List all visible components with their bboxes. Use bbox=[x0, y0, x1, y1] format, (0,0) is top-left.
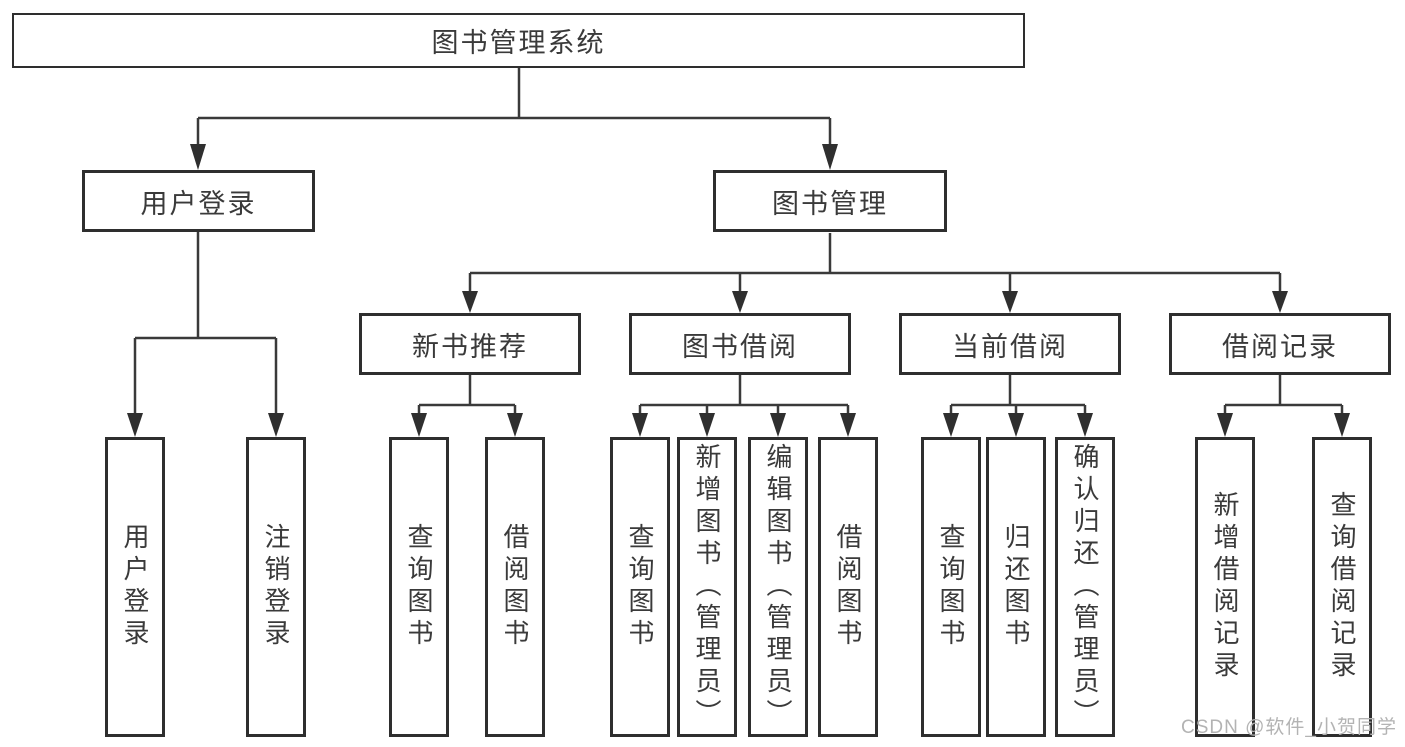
node-book-borrow-label: 图书借阅 bbox=[682, 331, 798, 362]
leaf-return-book: 归还图书 bbox=[986, 437, 1046, 737]
node-book-management-label: 图书管理 bbox=[772, 188, 888, 219]
node-root-system-label: 图书管理系统 bbox=[431, 28, 606, 58]
csdn-watermark: CSDN @软件_小贺同学 bbox=[1181, 717, 1397, 738]
leaf-logout-label: 注销登录 bbox=[261, 523, 291, 651]
node-new-book-recommend: 新书推荐 bbox=[359, 313, 581, 375]
leaf-recommend-borrow-book: 借阅图书 bbox=[485, 437, 545, 737]
leaf-add-book-admin-label: 新增图书（管理员） bbox=[692, 443, 722, 731]
leaf-borrow-query-book-label: 查询图书 bbox=[625, 523, 655, 651]
leaf-add-book-admin: 新增图书（管理员） bbox=[677, 437, 737, 737]
leaf-recommend-query-book-label: 查询图书 bbox=[404, 523, 434, 651]
leaf-add-borrow-record-label: 新增借阅记录 bbox=[1210, 491, 1240, 683]
node-root-system: 图书管理系统 bbox=[12, 13, 1025, 68]
leaf-query-borrow-record: 查询借阅记录 bbox=[1312, 437, 1372, 737]
leaf-user-login-label: 用户登录 bbox=[120, 523, 150, 651]
node-borrow-record: 借阅记录 bbox=[1169, 313, 1391, 375]
node-current-borrow-label: 当前借阅 bbox=[952, 331, 1068, 362]
leaf-query-borrow-record-label: 查询借阅记录 bbox=[1327, 491, 1357, 683]
leaf-recommend-borrow-book-label: 借阅图书 bbox=[500, 523, 530, 651]
leaf-logout: 注销登录 bbox=[246, 437, 306, 737]
leaf-borrow-book: 借阅图书 bbox=[818, 437, 878, 737]
node-user-login-label: 用户登录 bbox=[140, 188, 257, 219]
leaf-confirm-return-admin: 确认归还（管理员） bbox=[1055, 437, 1115, 737]
leaf-edit-book-admin: 编辑图书（管理员） bbox=[748, 437, 808, 737]
leaf-edit-book-admin-label: 编辑图书（管理员） bbox=[763, 443, 793, 731]
node-borrow-record-label: 借阅记录 bbox=[1222, 331, 1338, 362]
node-new-book-recommend-label: 新书推荐 bbox=[412, 331, 528, 362]
node-current-borrow: 当前借阅 bbox=[899, 313, 1121, 375]
leaf-add-borrow-record: 新增借阅记录 bbox=[1195, 437, 1255, 737]
node-book-management: 图书管理 bbox=[713, 170, 947, 232]
leaf-borrow-book-label: 借阅图书 bbox=[833, 523, 863, 651]
leaf-confirm-return-admin-label: 确认归还（管理员） bbox=[1070, 443, 1100, 731]
leaf-user-login: 用户登录 bbox=[105, 437, 165, 737]
leaf-current-query-book-label: 查询图书 bbox=[936, 523, 966, 651]
leaf-recommend-query-book: 查询图书 bbox=[389, 437, 449, 737]
leaf-borrow-query-book: 查询图书 bbox=[610, 437, 670, 737]
leaf-current-query-book: 查询图书 bbox=[921, 437, 981, 737]
node-user-login: 用户登录 bbox=[82, 170, 315, 232]
leaf-return-book-label: 归还图书 bbox=[1001, 523, 1031, 651]
node-book-borrow: 图书借阅 bbox=[629, 313, 851, 375]
